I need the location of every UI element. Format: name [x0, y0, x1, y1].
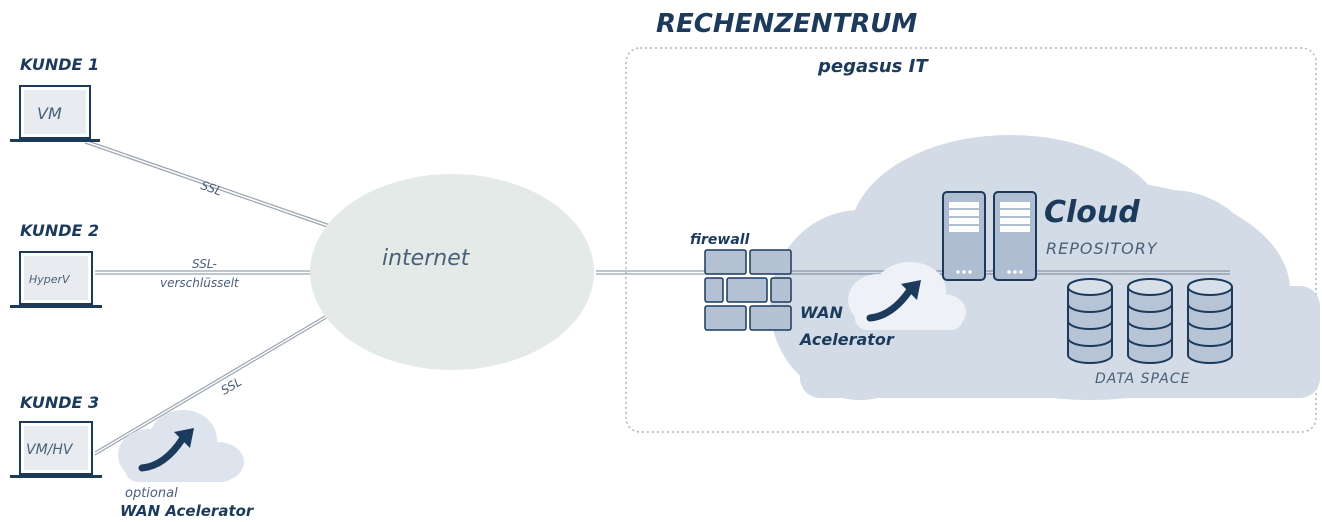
database-icon	[1127, 278, 1173, 364]
laptop-icon	[10, 421, 102, 478]
internet-cloud	[310, 174, 594, 370]
data-space-label: DATA SPACE	[1095, 371, 1190, 387]
wan-center-line2: Acelerator	[798, 330, 895, 349]
laptop-icon	[10, 85, 100, 142]
wan-center-line1: WAN	[800, 303, 843, 322]
arrow-up-right-icon	[866, 280, 921, 322]
customer-3-label: KUNDE 3	[20, 393, 99, 412]
customer-2-label: KUNDE 2	[20, 221, 99, 240]
wan-optional-line1: optional	[125, 486, 178, 501]
customer-2-screen: HyperV	[29, 273, 71, 286]
main-cloud	[770, 135, 1320, 400]
cloud-title: Cloud	[1044, 195, 1140, 230]
laptop-icon	[10, 251, 102, 308]
link-label-kunde2-line2: verschlüsselt	[160, 276, 240, 290]
link-label-kunde3: SSL	[219, 375, 245, 398]
customer-1-screen: VM	[37, 104, 62, 123]
link-label-kunde2-line1: SSL-	[192, 257, 217, 271]
datacenter-frame	[625, 47, 1317, 433]
datacenter-title: RECHENZENTRUM	[656, 9, 917, 39]
customer-3-screen: VM/HV	[26, 442, 74, 458]
wan-optional-line2: WAN Acelerator	[120, 502, 255, 520]
link-label-kunde1: SSL	[199, 178, 224, 198]
arrow-up-right-icon	[138, 428, 194, 472]
customer-1-label: KUNDE 1	[20, 55, 99, 74]
datacenter-subtitle: pegasus IT	[817, 56, 929, 77]
server-icon	[993, 191, 1037, 281]
database-icon	[1067, 278, 1113, 364]
internet-label: internet	[382, 246, 471, 271]
firewall-icon	[704, 249, 792, 331]
cloud-subtitle: REPOSITORY	[1046, 239, 1158, 258]
server-icon	[942, 191, 986, 281]
database-icon	[1187, 278, 1233, 364]
firewall-label: firewall	[690, 232, 750, 248]
